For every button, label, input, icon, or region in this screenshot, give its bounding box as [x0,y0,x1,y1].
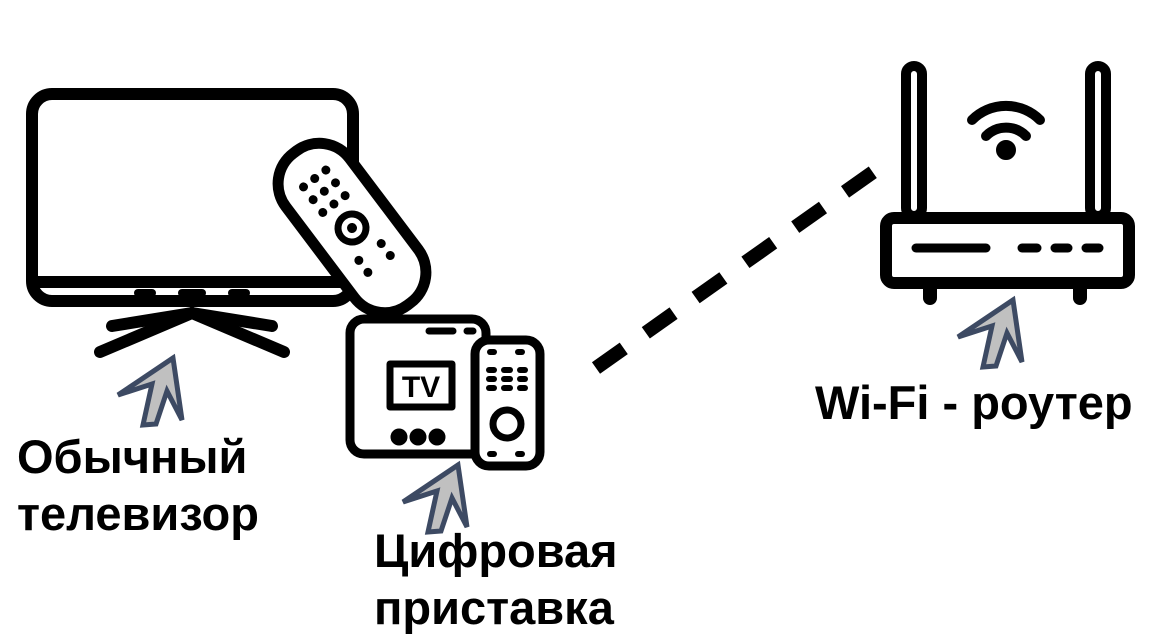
set-top-box-icon [345,314,545,471]
settop-label-line1: Цифровая [374,524,618,577]
tv-label-line1: Обычный [17,430,248,483]
pointer-arrow-icon [958,300,1022,367]
tv-label-line2: телевизор [17,487,259,540]
settop-label: Цифровая приставка [374,522,618,636]
router-icon [880,61,1135,305]
wireless-link [591,164,881,374]
settop-label-line2: приставка [374,581,614,634]
pointer-arrow-icon [118,358,182,425]
tv-remote-icon [272,137,432,319]
tv-label: Обычный телевизор [17,428,259,542]
router-label: Wi-Fi - роутер [815,376,1133,429]
tv-screen-text: TV [402,371,440,404]
